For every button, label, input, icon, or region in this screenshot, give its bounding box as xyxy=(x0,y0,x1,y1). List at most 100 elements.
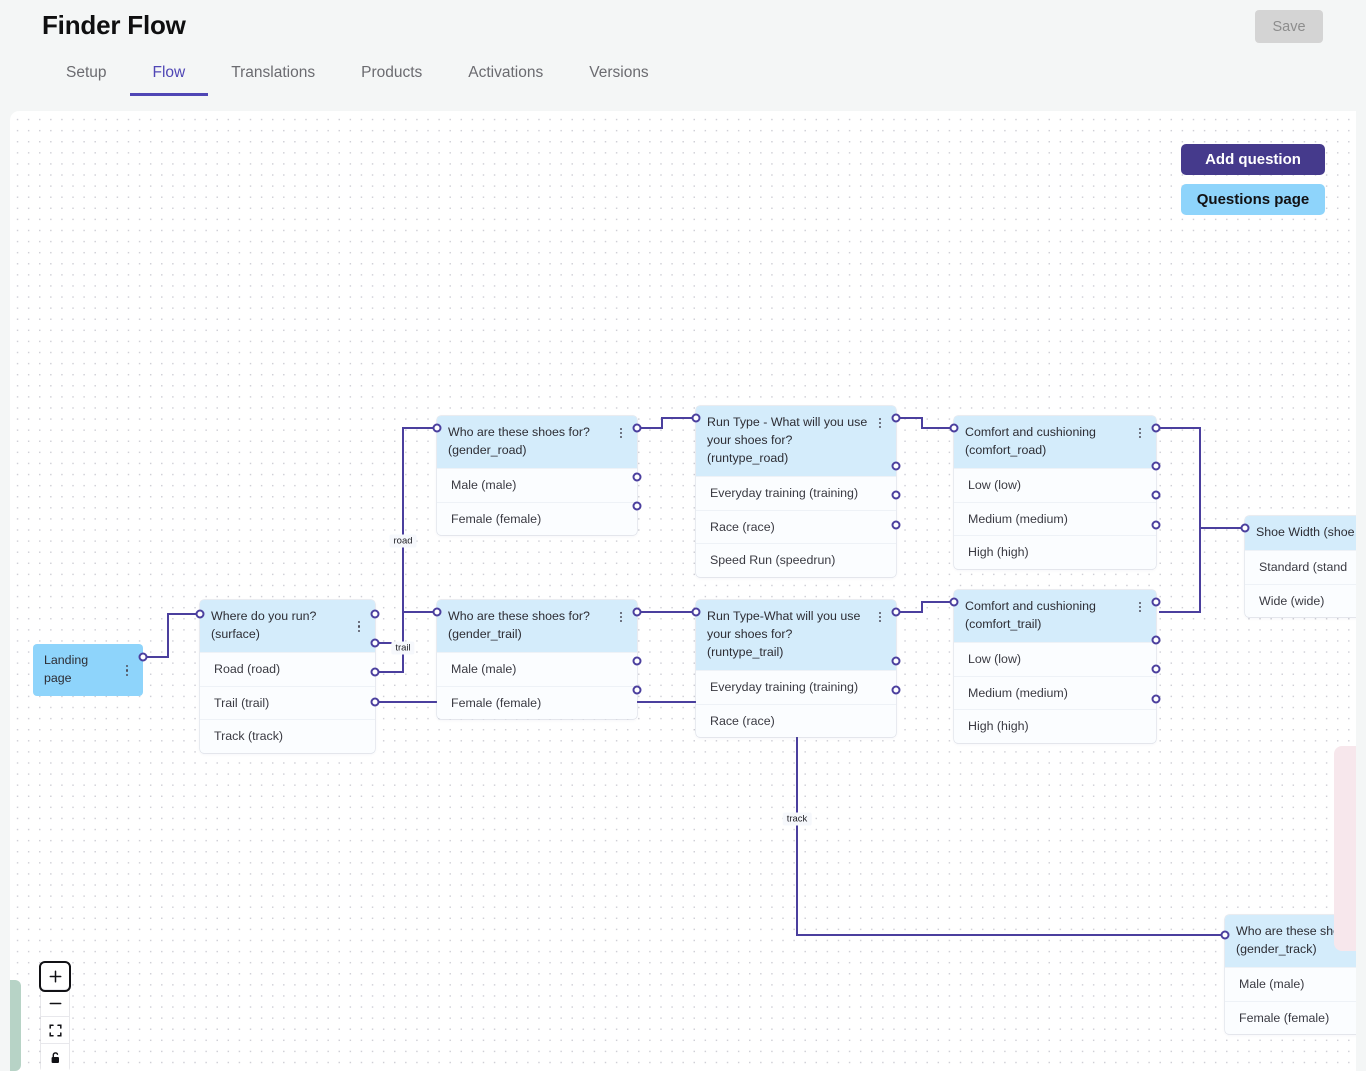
flow-canvas[interactable]: road trail track Landing page Where do y… xyxy=(10,111,1356,1071)
handle-source-comfort-trail-low[interactable] xyxy=(1151,635,1161,645)
node-runtype-road-option-speedrun[interactable]: Speed Run (speedrun) xyxy=(696,543,896,577)
node-runtype-trail[interactable]: Run Type-What will you use your shoes fo… xyxy=(691,600,901,738)
handle-source-runtype-road-training[interactable] xyxy=(891,461,901,471)
handle-target-comfort-road[interactable] xyxy=(949,423,959,433)
node-comfort-trail-option-medium[interactable]: Medium (medium) xyxy=(954,675,1156,710)
edge-landing-to-surface xyxy=(143,613,197,658)
add-question-button[interactable]: Add question xyxy=(1181,144,1325,175)
node-gender-track-option-female[interactable]: Female (female) xyxy=(1225,1000,1356,1035)
node-comfort-trail-option-low[interactable]: Low (low) xyxy=(954,641,1156,676)
node-comfort-road-title: Comfort and cushioning (comfort_road) xyxy=(965,425,1096,457)
fit-view-button[interactable] xyxy=(41,1017,69,1044)
handle-source-comfort-trail-high[interactable] xyxy=(1151,694,1161,704)
node-menu-icon[interactable] xyxy=(1134,425,1146,441)
handle-target-runtype-trail[interactable] xyxy=(691,607,701,617)
node-shoe-width-option-wide[interactable]: Wide (wide) xyxy=(1245,583,1356,618)
node-gender-track[interactable]: Who are these shoes (gender_track) Male … xyxy=(1225,915,1356,1035)
handle-source-comfort-trail-medium[interactable] xyxy=(1151,664,1161,674)
node-runtype-road-option-race[interactable]: Race (race) xyxy=(696,509,896,544)
node-gender-trail-option-male[interactable]: Male (male) xyxy=(437,651,637,686)
handle-source-gender-trail-female[interactable] xyxy=(632,685,642,695)
tab-setup[interactable]: Setup xyxy=(66,64,107,81)
tab-products[interactable]: Products xyxy=(361,64,423,81)
node-gender-trail-header: Who are these shoes for? (gender_trail) xyxy=(437,600,637,652)
node-landing-page-title: Landing page xyxy=(44,653,89,685)
node-runtype-trail-header: Run Type-What will you use your shoes fo… xyxy=(696,600,896,670)
handle-source-gender-road-female[interactable] xyxy=(632,501,642,511)
save-button[interactable]: Save xyxy=(1255,10,1323,43)
node-menu-icon[interactable] xyxy=(874,415,886,431)
handle-target-runtype-road[interactable] xyxy=(691,413,701,423)
handle-source-gender-trail-male[interactable] xyxy=(632,656,642,666)
node-shoe-width-option-standard[interactable]: Standard (stand xyxy=(1245,549,1356,584)
left-edge-panel xyxy=(10,980,21,1071)
handle-source-surface-track[interactable] xyxy=(370,697,380,707)
handle-source-surface-road[interactable] xyxy=(370,638,380,648)
handle-source-landing[interactable] xyxy=(138,652,148,662)
node-comfort-road[interactable]: Comfort and cushioning (comfort_road) Lo… xyxy=(949,416,1161,570)
handle-source-runtype-road-speedrun[interactable] xyxy=(891,520,901,530)
node-menu-icon[interactable] xyxy=(874,609,886,625)
node-surface-option-road[interactable]: Road (road) xyxy=(200,651,375,686)
node-runtype-road-title: Run Type - What will you use your shoes … xyxy=(707,415,868,465)
node-surface-option-track[interactable]: Track (track) xyxy=(200,719,375,753)
tab-flow[interactable]: Flow xyxy=(129,58,209,96)
node-runtype-trail-option-race[interactable]: Race (race) xyxy=(696,703,896,738)
node-gender-track-option-male[interactable]: Male (male) xyxy=(1225,966,1356,1001)
node-gender-road-option-female[interactable]: Female (female) xyxy=(437,501,637,536)
handle-source-gender-road[interactable] xyxy=(632,423,642,433)
handle-source-comfort-road-high[interactable] xyxy=(1151,520,1161,530)
handle-source-runtype-trail[interactable] xyxy=(891,607,901,617)
handle-source-comfort-road-low[interactable] xyxy=(1151,461,1161,471)
node-surface[interactable]: Where do you run? (surface) Road (road) … xyxy=(195,600,380,754)
handle-source-comfort-road-medium[interactable] xyxy=(1151,490,1161,500)
node-comfort-road-option-medium[interactable]: Medium (medium) xyxy=(954,501,1156,536)
handle-target-surface[interactable] xyxy=(195,609,205,619)
fit-view-icon xyxy=(48,1023,62,1037)
node-menu-icon[interactable] xyxy=(615,425,627,441)
node-comfort-road-header: Comfort and cushioning (comfort_road) xyxy=(954,416,1156,468)
node-landing-page[interactable]: Landing page xyxy=(33,644,148,696)
handle-source-runtype-road[interactable] xyxy=(891,413,901,423)
tab-activations[interactable]: Activations xyxy=(468,64,544,81)
node-runtype-trail-option-training[interactable]: Everyday training (training) xyxy=(696,669,896,704)
handle-source-comfort-trail[interactable] xyxy=(1151,597,1161,607)
node-shoe-width[interactable]: Shoe Width (shoe Standard (stand Wide (w… xyxy=(1245,516,1356,618)
zoom-in-button[interactable] xyxy=(39,961,71,992)
zoom-out-button[interactable] xyxy=(41,990,69,1017)
handle-target-gender-road[interactable] xyxy=(432,423,442,433)
node-runtype-road-option-training[interactable]: Everyday training (training) xyxy=(696,475,896,510)
tab-bar: Setup Flow Translations Products Activat… xyxy=(42,58,672,96)
node-menu-icon[interactable] xyxy=(353,618,365,634)
node-menu-icon[interactable] xyxy=(1134,599,1146,615)
handle-source-gender-road-male[interactable] xyxy=(632,472,642,482)
node-gender-trail-option-female[interactable]: Female (female) xyxy=(437,685,637,720)
lock-button[interactable] xyxy=(41,1044,69,1071)
tab-translations[interactable]: Translations xyxy=(231,64,316,81)
handle-source-runtype-road-race[interactable] xyxy=(891,490,901,500)
handle-source-surface-trail[interactable] xyxy=(370,667,380,677)
node-menu-icon[interactable] xyxy=(615,609,627,625)
handle-target-gender-trail[interactable] xyxy=(432,607,442,617)
handle-source-comfort-road[interactable] xyxy=(1151,423,1161,433)
handle-source-runtype-trail-training[interactable] xyxy=(891,656,901,666)
node-comfort-trail-option-high[interactable]: High (high) xyxy=(954,709,1156,743)
node-surface-option-trail[interactable]: Trail (trail) xyxy=(200,685,375,720)
edge-label-track: track xyxy=(782,812,812,826)
node-menu-icon[interactable] xyxy=(121,662,133,678)
handle-source-gender-trail[interactable] xyxy=(632,607,642,617)
node-comfort-road-option-high[interactable]: High (high) xyxy=(954,535,1156,569)
node-runtype-road[interactable]: Run Type - What will you use your shoes … xyxy=(691,406,901,578)
handle-target-comfort-trail[interactable] xyxy=(949,597,959,607)
node-gender-road-option-male[interactable]: Male (male) xyxy=(437,467,637,502)
handle-target-shoe-width[interactable] xyxy=(1240,523,1250,533)
node-gender-trail[interactable]: Who are these shoes for? (gender_trail) … xyxy=(432,600,642,720)
tab-versions[interactable]: Versions xyxy=(589,64,649,81)
node-comfort-trail[interactable]: Comfort and cushioning (comfort_trail) L… xyxy=(949,590,1161,744)
node-comfort-road-option-low[interactable]: Low (low) xyxy=(954,467,1156,502)
handle-source-surface[interactable] xyxy=(370,609,380,619)
handle-target-gender-track[interactable] xyxy=(1220,930,1230,940)
node-gender-road[interactable]: Who are these shoes for? (gender_road) M… xyxy=(432,416,642,536)
handle-source-runtype-trail-race[interactable] xyxy=(891,685,901,695)
questions-page-button[interactable]: Questions page xyxy=(1181,184,1325,215)
